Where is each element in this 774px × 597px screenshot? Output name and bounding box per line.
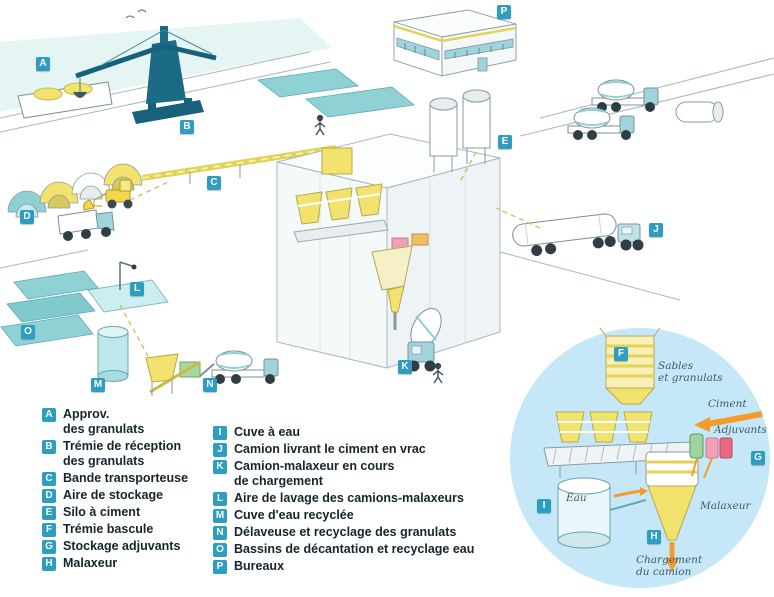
- legend-item-label: Camion livrant le ciment en vrac: [234, 442, 426, 456]
- recycling-unit: [145, 353, 201, 396]
- legend-key-badge: M: [213, 509, 227, 523]
- birds-icon: [125, 9, 147, 19]
- marker-P: P: [497, 5, 511, 19]
- marker-I: I: [537, 499, 551, 513]
- ship: [17, 81, 113, 119]
- legend-item-O: O Bassins de décantation et recyclage ea…: [213, 542, 481, 557]
- legend-item-label: Cuve à eau: [234, 425, 301, 439]
- legend-item-F: F Trémie bascule: [42, 522, 210, 537]
- legend-key-badge: K: [213, 460, 227, 474]
- legend-item-H: H Malaxeur: [42, 556, 210, 571]
- inset-detail: [506, 324, 774, 592]
- legend-item-label: Silo à ciment: [63, 505, 141, 519]
- marker-L: L: [130, 282, 144, 296]
- legend-item-J: J Camion livrant le ciment en vrac: [213, 442, 481, 457]
- legend-key-badge: E: [42, 506, 56, 520]
- legend-key-badge: O: [213, 543, 227, 557]
- wheel-loader: [83, 179, 133, 211]
- legend-item-I: I Cuve à eau: [213, 425, 481, 440]
- person-icon: [432, 362, 444, 384]
- legend-item-label: Camion-malaxeur en cours de chargement: [234, 459, 395, 488]
- wash-area: [87, 261, 169, 313]
- legend-key-badge: B: [42, 440, 56, 454]
- legend-item-label: Bassins de décantation et recyclage eau: [234, 542, 475, 556]
- legend-item-M: M Cuve d'eau recyclée: [213, 508, 481, 523]
- legend-item-label: Aire de stockage: [63, 488, 164, 502]
- legend-item-label: Malaxeur: [63, 556, 118, 570]
- legend-item-label: Trémie de réception des granulats: [63, 439, 182, 468]
- legend-item-N: N Délaveuse et recyclage des granulats: [213, 525, 481, 540]
- legend-column-1: A Approv. des granulats B Trémie de réce…: [42, 407, 210, 571]
- legend-key-badge: G: [42, 540, 56, 554]
- legend-item-P: P Bureaux: [213, 559, 481, 574]
- legend-key-badge: J: [213, 443, 227, 457]
- flow-lines: [119, 151, 541, 357]
- legend-key-badge: I: [213, 426, 227, 440]
- marker-F: F: [614, 347, 628, 361]
- dump-truck: [57, 209, 115, 241]
- person-icon: [314, 114, 326, 136]
- legend-item-label: Délaveuse et recyclage des granulats: [234, 525, 457, 539]
- legend-item-label: Aire de lavage des camions-malaxeurs: [234, 491, 464, 505]
- legend-item-K: K Camion-malaxeur en cours de chargement: [213, 459, 481, 489]
- inset-label-adjuvants: Adjuvants: [714, 424, 767, 436]
- marker-A: A: [36, 57, 50, 71]
- inset-label-granulats: Sables et granulats: [658, 360, 723, 384]
- marker-C: C: [207, 176, 221, 190]
- legend-item-E: E Silo à ciment: [42, 505, 210, 520]
- marker-G: G: [751, 451, 765, 465]
- mixer-truck: [567, 107, 635, 140]
- marker-B: B: [180, 120, 194, 134]
- washed-mixer-truck: [199, 350, 279, 384]
- marker-N: N: [203, 378, 217, 392]
- legend-key-badge: F: [42, 523, 56, 537]
- marker-J: J: [649, 223, 663, 237]
- legend-item-B: B Trémie de réception des granulats: [42, 439, 210, 469]
- legend-item-label: Approv. des granulats: [63, 407, 145, 436]
- legend-item-label: Trémie bascule: [63, 522, 154, 536]
- flat-water-basins: [257, 68, 415, 118]
- legend-item-C: C Bande transporteuse: [42, 471, 210, 486]
- legend-item-label: Bureaux: [234, 559, 285, 573]
- legend-item-label: Stockage adjuvants: [63, 539, 181, 553]
- marker-K: K: [398, 360, 412, 374]
- legend-item-label: Cuve d'eau recyclée: [234, 508, 354, 522]
- settling-basins: [0, 270, 99, 347]
- legend-column-2: I Cuve à eau J Camion livrant le ciment …: [213, 425, 481, 574]
- legend-item-L: L Aire de lavage des camions-malaxeurs: [213, 491, 481, 506]
- legend-key-badge: D: [42, 489, 56, 503]
- legend-key-badge: H: [42, 557, 56, 571]
- inset-label-malaxeur: Malaxeur: [700, 500, 751, 512]
- office-building: [393, 9, 517, 77]
- marker-O: O: [21, 325, 35, 339]
- mixer-truck: [591, 79, 659, 112]
- cement-tanker-truck: [512, 213, 644, 256]
- legend-key-badge: N: [213, 526, 227, 540]
- legend-item-A: A Approv. des granulats: [42, 407, 210, 437]
- legend-key-badge: P: [213, 560, 227, 574]
- storage-tank: [675, 101, 724, 123]
- marker-E: E: [498, 135, 512, 149]
- recycled-water-tank: [97, 326, 129, 382]
- aggregate-storage-bays: [7, 163, 143, 218]
- marker-D: D: [20, 210, 34, 224]
- inset-label-ciment: Ciment: [708, 398, 747, 410]
- marker-H: H: [647, 530, 661, 544]
- inset-label-eau: Eau: [566, 492, 587, 504]
- legend-item-D: D Aire de stockage: [42, 488, 210, 503]
- tower-hoppers: [293, 147, 429, 330]
- loading-mixer-truck: [407, 307, 442, 372]
- legend-item-G: G Stockage adjuvants: [42, 539, 210, 554]
- legend-item-label: Bande transporteuse: [63, 471, 189, 485]
- crane: [73, 26, 217, 124]
- legend-key-badge: L: [213, 492, 227, 506]
- cement-silos: [429, 89, 491, 172]
- legend-key-badge: C: [42, 472, 56, 486]
- marker-M: M: [91, 378, 105, 392]
- inset-label-chargement: Chargement du camion: [636, 554, 703, 578]
- legend-key-badge: A: [42, 408, 56, 422]
